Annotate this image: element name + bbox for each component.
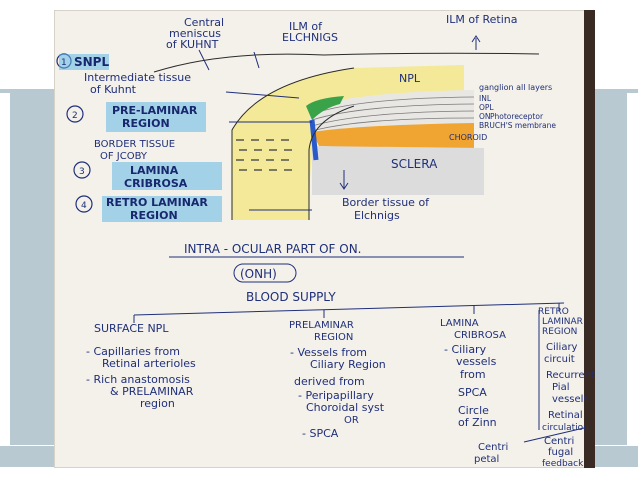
label-ilm-elchnigs-1: ILM of [289,20,323,33]
photo-edge-shadow [584,10,595,468]
snpl-number: 1 [61,58,67,68]
label-central-1: Central [184,16,224,29]
label-choroid: CHOROID [449,133,487,142]
label-lamina-2: CRIBROSA [124,177,188,190]
col3-title-1: LAMINA [440,318,479,329]
col2-title-1: PRELAMINAR [289,320,354,331]
col2-line-4: - Peripapillary [298,389,374,402]
label-ilm-retina: ILM of Retina [446,13,517,26]
col4-title-1: RETRO [538,307,569,317]
label-ilm-elchnigs-2: ELCHNIGS [282,31,338,44]
onh-diagram: Central meniscus of KUHNT ILM of ELCHNIG… [56,10,595,468]
col4-line-10: feedback [542,459,584,468]
diagram-subtitle: (ONH) [240,267,277,281]
col3-line-8: petal [474,454,499,465]
col4-line-5: vessels [552,394,589,405]
col4-title-3: REGION [542,327,577,337]
label-sclera: SCLERA [391,157,438,171]
label-lamina-1: LAMINA [130,164,179,177]
col3-line-5: Circle [458,404,489,417]
col1-line-2: Retinal arterioles [102,357,196,370]
col4-line-7: circulation [542,423,589,433]
right-side-panel [595,93,627,445]
col2-line-5: Choroidal syst [306,401,385,414]
col3-line-6: of Zinn [458,416,497,429]
col1-line-1: - Capillaries from [86,345,180,358]
label-central-2: meniscus [169,27,221,40]
col1-line-3: - Rich anastomosis [86,373,190,386]
label-border-tissue-2: OF JCOBY [100,151,148,162]
label-npl: NPL [399,72,421,85]
col4-line-8: Centri [544,436,574,447]
col4-line-2: circuit [544,354,575,365]
label-central-3: of KUHNT [166,38,219,51]
col3-line-2: vessels [456,355,497,368]
label-border-elchnigs-2: Elchnigs [354,209,400,222]
col1-line-5: region [140,397,175,410]
col4-line-9: fugal [548,447,573,458]
col4-line-3: Recurrent [546,370,595,381]
label-snpl: SNPL [74,55,109,69]
label-layers-2: INL [479,94,492,103]
col4-line-6: Retinal [548,410,583,421]
col3-line-7: Centri [478,442,508,453]
label-layers-3: OPL [479,103,494,112]
label-border-tissue-1: BORDER TISSUE [94,139,175,150]
col2-title-2: REGION [314,332,353,343]
blood-supply-heading: BLOOD SUPPLY [246,290,336,304]
col1-line-4: & PRELAMINAR [110,385,194,398]
col2-line-3: derived from [294,375,365,388]
col4-title-2: LAMINAR [542,317,583,327]
label-intermediate-1: Intermediate tissue [84,71,191,84]
label-pre-laminar-1: PRE-LAMINAR [112,104,198,117]
label-border-elchnigs-1: Border tissue of [342,196,430,209]
label-layers-1: ganglion all layers [479,83,552,92]
col3-title-2: CRIBROSA [454,330,506,341]
lamina-blue-line [309,119,319,161]
sclera-region [312,146,484,195]
label-intermediate-2: of Kuhnt [90,83,137,96]
nerve-fiber-region [232,65,464,220]
choroid-band [312,123,474,148]
col1-title: SURFACE NPL [94,322,169,335]
col2-line-6: OR [344,415,359,426]
col3-line-4: SPCA [458,386,487,399]
col3-line-3: from [460,368,486,381]
label-retro-laminar-1: RETRO LAMINAR [106,196,208,209]
blood-supply-tree [133,302,585,443]
col2-line-2: Ciliary Region [310,358,386,371]
col4-line-4: Pial [552,382,570,393]
retro-laminar-number: 4 [81,201,87,211]
col2-line-7: - SPCA [302,427,339,440]
diagram-title: INTRA - OCULAR PART OF ON. [184,242,361,256]
nerve-green-marker [306,96,344,120]
col2-line-1: - Vessels from [290,346,367,359]
left-side-panel [10,93,54,445]
col3-line-1: - Ciliary [444,343,487,356]
arrows [198,35,481,211]
lamina-number: 3 [79,167,85,177]
col4-line-1: Ciliary [546,342,578,353]
label-pre-laminar-2: REGION [122,117,170,130]
label-layers-4: ON [479,112,491,121]
pre-laminar-number: 2 [72,111,78,121]
label-layers-6: BRUCH'S membrane [479,121,556,130]
lamina-cribrosa-dashes [236,139,292,171]
label-layers-5: Photoreceptor [490,112,544,121]
handwritten-notes-photo: Central meniscus of KUHNT ILM of ELCHNIG… [54,10,595,468]
label-retro-laminar-2: REGION [130,209,178,222]
